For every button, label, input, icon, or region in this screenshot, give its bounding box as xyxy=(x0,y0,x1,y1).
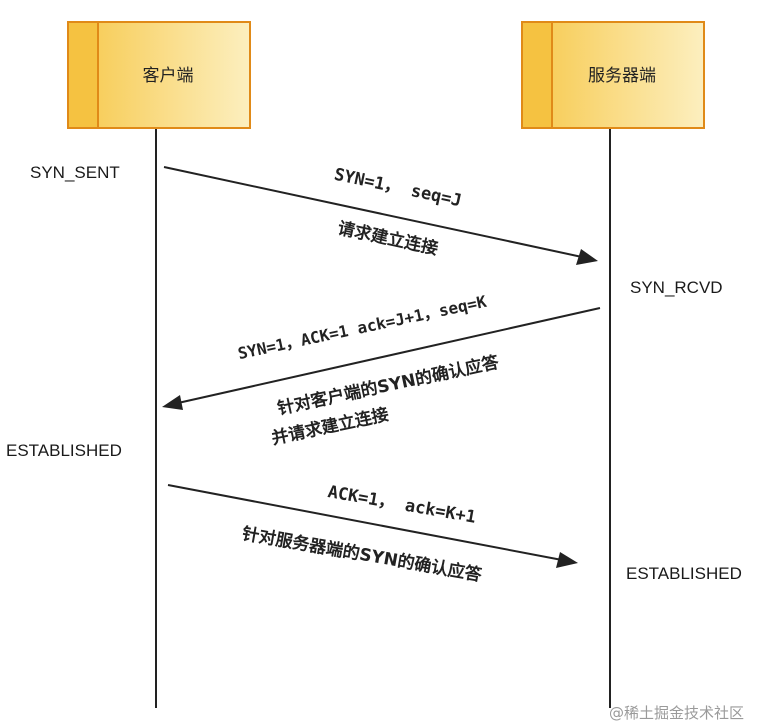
watermark: @稀土掘金技术社区 xyxy=(608,704,744,722)
state-client-syn-sent: SYN_SENT xyxy=(30,163,120,182)
message-syn-label: SYN=1， seq=J xyxy=(332,165,463,212)
message-ack-desc: 针对服务器端的SYN的确认应答 xyxy=(241,523,485,586)
server-box: 服务器端 xyxy=(521,21,705,129)
state-server-established: ESTABLISHED xyxy=(626,564,742,583)
arrowhead-syn xyxy=(576,249,598,265)
message-syn-ack-label: SYN=1，ACK=1 ack=J+1，seq=K xyxy=(236,292,488,363)
server-label: 服务器端 xyxy=(588,66,656,86)
arrow-syn xyxy=(163,166,583,258)
message-syn-ack: SYN=1，ACK=1 ack=J+1，seq=K 针对客户端的SYN的确认应答… xyxy=(162,292,601,449)
message-syn-ack-desc-1: 针对客户端的SYN的确认应答 xyxy=(275,352,501,420)
message-ack: ACK=1， ack=K+1 针对服务器端的SYN的确认应答 xyxy=(167,482,578,586)
arrow-syn-ack xyxy=(177,307,601,404)
message-ack-label: ACK=1， ack=K+1 xyxy=(326,482,477,528)
client-label: 客户端 xyxy=(143,66,194,86)
arrow-ack xyxy=(167,484,563,561)
state-server-syn-rcvd: SYN_RCVD xyxy=(630,278,723,297)
arrowhead-syn-ack xyxy=(162,395,183,410)
message-syn: SYN=1， seq=J 请求建立连接 xyxy=(163,165,598,265)
client-box: 客户端 xyxy=(67,21,251,129)
state-client-established: ESTABLISHED xyxy=(6,441,122,460)
arrowhead-ack xyxy=(556,552,578,568)
